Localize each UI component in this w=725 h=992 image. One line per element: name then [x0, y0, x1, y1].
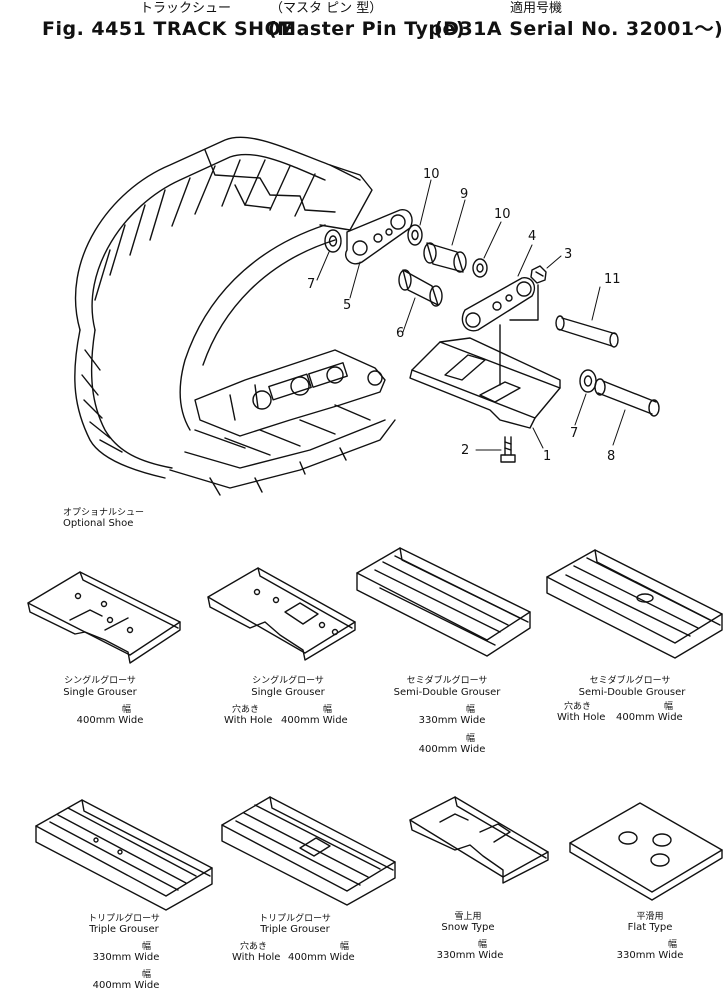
part-7-washer-right — [579, 369, 597, 393]
width-jp: 幅 — [340, 942, 350, 952]
type-jp: （マスタ ピン 型） — [270, 1, 383, 16]
leader-lines — [316, 179, 626, 451]
shoe-name: Snow Type — [441, 922, 495, 933]
shoe-jp: セミダブルグローサ — [589, 676, 671, 686]
shoe-hole: With Hole — [224, 715, 273, 726]
width-jp-2: 幅 — [466, 734, 476, 744]
optional-shoe-jp: オプショナルシュー — [63, 508, 145, 518]
shoe-width: 400mm Wide — [281, 715, 348, 726]
shoe-name: Single Grouser — [63, 687, 137, 698]
shoe-name: Single Grouser — [251, 687, 325, 698]
callout-9: 9 — [460, 187, 469, 202]
shoe-triple-grouser-hole-drawing — [221, 796, 396, 906]
shoe-jp: シングルグローサ — [252, 676, 324, 686]
width-jp: 幅 — [466, 705, 476, 715]
callout-11: 11 — [604, 272, 621, 287]
shoe-semi-double-drawing — [356, 547, 531, 657]
width-jp: 幅 — [323, 705, 333, 715]
part-8-pin — [594, 378, 660, 417]
hole-jp: 穴あき — [232, 705, 260, 715]
width-jp: 幅 — [478, 940, 488, 950]
part-11-pin — [555, 315, 619, 348]
shoe-width: 330mm Wide — [92, 952, 160, 963]
width-jp: 幅 — [142, 942, 152, 952]
shoe-name: Semi-Double Grouser — [393, 687, 501, 698]
shoe-name: Triple Grouser — [89, 924, 159, 935]
shoe-snow-type-drawing — [409, 796, 549, 884]
callout-1: 1 — [543, 449, 552, 464]
shoe-single-grouser-drawing — [27, 571, 181, 664]
part-2-bolt — [500, 436, 516, 463]
callout-10-lower: 10 — [494, 207, 511, 222]
shoe-width: 330mm Wide — [418, 715, 486, 726]
callout-7-left: 7 — [307, 277, 316, 292]
part-10-washer-upper — [407, 224, 423, 246]
part-5-link — [345, 209, 413, 265]
part-3-nut — [509, 265, 547, 321]
callout-7-right: 7 — [570, 426, 579, 441]
shoe-semi-double-hole-drawing — [546, 549, 723, 659]
shoe-flat-type-drawing — [569, 802, 723, 901]
width-jp-2: 幅 — [142, 970, 152, 980]
shoe-triple-grouser-drawing — [35, 799, 213, 911]
shoe-jp: 平滑用 — [636, 912, 664, 922]
callout-4: 4 — [528, 229, 537, 244]
track-assembly — [74, 136, 396, 496]
part-10-washer-lower — [472, 258, 488, 278]
figure-type: (Master Pin Type) — [268, 18, 466, 40]
width-jp: 幅 — [664, 702, 674, 712]
shoe-width: 400mm Wide — [76, 715, 144, 726]
hole-jp: 穴あき — [240, 942, 268, 952]
callout-5: 5 — [343, 298, 352, 313]
shoe-width-2: 400mm Wide — [92, 980, 160, 991]
title-jp: トラックシュー — [140, 1, 232, 16]
shoe-width-2: 400mm Wide — [418, 744, 486, 755]
callout-6: 6 — [396, 326, 405, 341]
width-jp: 幅 — [668, 940, 678, 950]
shoe-name: Triple Grouser — [260, 924, 330, 935]
shoe-hole: With Hole — [232, 952, 281, 963]
shoe-width: 330mm Wide — [616, 950, 684, 961]
width-jp: 幅 — [122, 705, 132, 715]
callout-3: 3 — [564, 247, 573, 262]
part-7-washer — [324, 229, 342, 253]
shoe-jp: トリプルグローサ — [259, 914, 331, 924]
callout-10-upper: 10 — [423, 167, 440, 182]
part-6-bushing — [398, 269, 443, 307]
shoe-width: 400mm Wide — [616, 712, 683, 723]
callout-2: 2 — [461, 443, 470, 458]
shoe-width: 400mm Wide — [288, 952, 355, 963]
part-9-bushing — [423, 242, 467, 273]
hole-jp: 穴あき — [564, 702, 592, 712]
shoe-jp: トリプルグローサ — [88, 914, 160, 924]
shoe-hole: With Hole — [557, 712, 606, 723]
shoe-width: 330mm Wide — [436, 950, 504, 961]
shoe-single-grouser-hole-drawing — [207, 567, 356, 661]
shoe-name: Flat Type — [627, 922, 673, 933]
shoe-jp: セミダブルグローサ — [406, 676, 488, 686]
shoe-name: Semi-Double Grouser — [578, 687, 686, 698]
shoe-jp: 雪上用 — [454, 912, 482, 922]
serial-jp: 適用号機 — [510, 1, 563, 16]
part-1-shoe — [409, 324, 561, 429]
optional-shoe-label: Optional Shoe — [63, 518, 134, 529]
part-4-link — [461, 277, 536, 332]
shoe-jp: シングルグローサ — [64, 676, 136, 686]
figure-serial: (D31A Serial No. 32001～) — [434, 18, 724, 40]
figure-title: Fig. 4451 TRACK SHOE — [42, 18, 295, 40]
callout-8: 8 — [607, 449, 616, 464]
